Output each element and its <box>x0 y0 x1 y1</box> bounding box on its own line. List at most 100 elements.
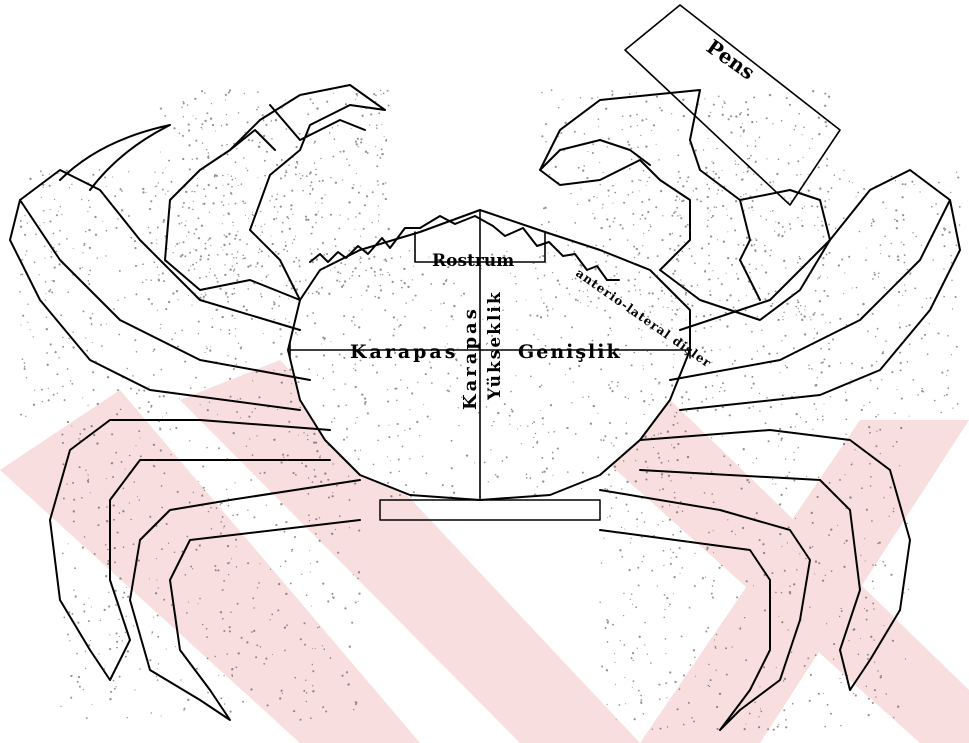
stipple-dot <box>682 567 684 569</box>
stipple-dot <box>666 697 667 698</box>
stipple-dot <box>897 706 899 708</box>
stipple-dot <box>681 635 683 637</box>
stipple-dot <box>222 175 224 177</box>
stipple-dot <box>112 476 114 478</box>
stipple-dot <box>630 147 632 149</box>
stipple-dot <box>342 284 344 286</box>
stipple-dot <box>314 143 315 144</box>
stipple-dot <box>697 284 698 285</box>
stipple-dot <box>708 212 709 213</box>
stipple-dot <box>242 701 244 703</box>
stipple-dot <box>108 592 109 593</box>
stipple-dot <box>221 247 222 248</box>
stipple-dot <box>541 457 543 459</box>
stipple-dot <box>178 189 179 190</box>
stipple-dot <box>148 401 150 403</box>
stipple-dot <box>827 277 828 278</box>
stipple-dot <box>649 276 651 278</box>
stipple-dot <box>73 499 75 501</box>
stipple-dot <box>233 368 235 370</box>
stipple-dot <box>343 439 345 441</box>
stipple-dot <box>174 551 175 552</box>
stipple-dot <box>572 279 573 280</box>
stipple-dot <box>105 255 106 256</box>
stipple-dot <box>361 115 363 117</box>
stipple-dot <box>946 394 948 396</box>
stipple-dot <box>299 173 300 174</box>
stipple-dot <box>615 266 617 268</box>
stipple-dot <box>53 394 55 396</box>
stipple-dot <box>72 482 74 484</box>
stipple-dot <box>85 651 86 652</box>
stipple-dot <box>592 152 594 154</box>
stipple-dot <box>800 417 801 418</box>
stipple-dot <box>795 518 796 519</box>
stipple-dot <box>279 697 281 699</box>
stipple-dot <box>537 486 538 487</box>
stipple-dot <box>655 378 657 380</box>
stipple-dot <box>348 164 350 166</box>
stipple-dot <box>645 185 646 186</box>
stipple-dot <box>914 184 915 185</box>
stipple-dot <box>63 617 65 619</box>
stipple-dot <box>921 388 923 390</box>
stipple-dot <box>91 607 92 608</box>
stipple-dot <box>668 606 669 607</box>
stipple-dot <box>122 597 124 599</box>
stipple-dot <box>849 382 851 384</box>
stipple-dot <box>205 294 207 296</box>
stipple-dot <box>194 191 196 193</box>
stipple-dot <box>641 214 643 216</box>
stipple-dot <box>370 113 372 115</box>
stipple-dot <box>182 206 184 208</box>
stipple-dot <box>905 658 906 659</box>
stipple-dot <box>70 675 72 677</box>
stipple-dot <box>230 400 232 402</box>
stipple-dot <box>73 520 75 522</box>
stipple-dot <box>781 592 783 594</box>
stipple-dot <box>257 106 259 108</box>
stipple-dot <box>672 552 674 554</box>
stipple-dot <box>313 433 315 435</box>
stipple-dot <box>666 345 668 347</box>
stipple-dot <box>20 274 21 275</box>
stipple-dot <box>828 348 830 350</box>
stipple-dot <box>323 354 325 356</box>
stipple-dot <box>221 145 223 147</box>
stipple-dot <box>752 288 754 290</box>
stipple-dot <box>125 632 127 634</box>
stipple-dot <box>340 215 341 216</box>
stipple-dot <box>295 146 297 148</box>
stipple-dot <box>676 556 678 558</box>
stipple-dot <box>861 367 863 369</box>
stipple-dot <box>804 333 806 335</box>
stipple-dot <box>927 353 929 355</box>
stipple-dot <box>903 262 905 264</box>
stipple-dot <box>706 184 708 186</box>
stipple-dot <box>399 324 401 326</box>
stipple-dot <box>90 640 91 641</box>
stipple-dot <box>603 245 605 247</box>
stipple-dot <box>163 599 165 601</box>
stipple-dot <box>50 289 52 291</box>
stipple-dot <box>769 94 771 96</box>
stipple-dot <box>644 521 646 523</box>
stipple-dot <box>822 264 824 266</box>
stipple-dot <box>191 305 192 306</box>
stipple-dot <box>203 168 205 170</box>
stipple-dot <box>571 326 573 328</box>
stipple-dot <box>815 654 817 656</box>
stipple-dot <box>202 143 203 144</box>
stipple-dot <box>795 306 797 308</box>
stipple-dot <box>79 433 81 435</box>
stipple-dot <box>107 563 109 565</box>
stipple-dot <box>324 472 326 474</box>
stipple-dot <box>636 518 638 520</box>
stipple-dot <box>224 274 226 276</box>
stipple-dot <box>887 629 888 630</box>
stipple-dot <box>899 352 901 354</box>
stipple-dot <box>143 390 145 392</box>
stipple-dot <box>541 92 543 94</box>
stipple-dot <box>674 497 676 499</box>
stipple-dot <box>924 334 926 336</box>
